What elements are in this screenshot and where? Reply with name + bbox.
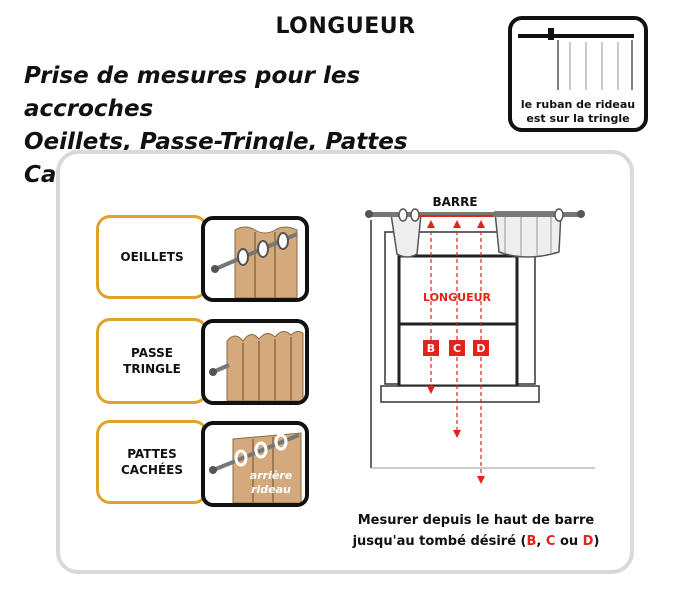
rod-finial [209, 368, 217, 376]
window-measurement-diagram: BARRE LONGUEUR B C D [365, 195, 595, 484]
heading-pattes-cachees: PATTES CACHÉES [96, 420, 208, 504]
caption-line-2: jusqu'au tombé désiré (B, C ou D) [316, 531, 636, 552]
page-title: LONGUEUR [275, 14, 416, 39]
rail-tape-icon-box: le ruban de rideau est sur la tringle [508, 16, 648, 132]
caption-separator: ou [555, 534, 583, 549]
passe-tringle-drawing [209, 330, 304, 401]
measurement-caption: Mesurer depuis le haut de barre jusqu'au… [316, 510, 636, 552]
caption-option-b: B [526, 534, 537, 549]
hidden-tab [274, 433, 288, 451]
caption-option-d: D [582, 534, 594, 549]
arrow-d-bottom [477, 476, 485, 484]
curtain-right [494, 211, 562, 258]
arrow-c-top [453, 220, 461, 228]
rod-finial [577, 210, 585, 218]
curtain-fabric [226, 330, 304, 401]
curtain-tape [554, 34, 634, 38]
rod-finial [211, 265, 219, 273]
arrow-c-bottom [453, 430, 461, 438]
passe-tringle-illustration [201, 319, 309, 405]
arrow-d-top [477, 220, 485, 228]
eyelet [398, 208, 408, 222]
curtain-left [390, 213, 422, 258]
overlay-text-line-1: arrière [250, 469, 293, 482]
marker-b: B [427, 342, 435, 355]
caption-text: ) [593, 534, 600, 549]
marker-b-box [423, 340, 439, 356]
rail-bracket [548, 28, 554, 40]
arrow-b-top [427, 220, 435, 228]
rod-finial [365, 210, 373, 218]
marker-d: D [476, 342, 485, 355]
arrow-b-bottom [427, 386, 435, 394]
marker-c-box [449, 340, 465, 356]
caption-option-c: C [545, 534, 556, 549]
oeillets-illustration [201, 216, 309, 302]
rail-bar [518, 34, 550, 38]
pattes-cachees-drawing: arrière rideau [209, 432, 302, 503]
curtain-rod [369, 212, 581, 217]
longueur-label: LONGUEUR [423, 291, 492, 304]
rail-tape-caption: le ruban de rideau est sur la tringle [512, 98, 644, 126]
hidden-tab [234, 449, 248, 467]
eyelet [277, 232, 289, 250]
caption-line: est sur la tringle [526, 112, 630, 125]
marker-c: C [453, 342, 461, 355]
rail-tape-icon [518, 28, 634, 90]
barre-label: BARRE [432, 195, 477, 209]
eyelet [257, 240, 269, 258]
subtitle-line-1: Prise de mesures pour les accroches [24, 63, 361, 122]
hidden-tab [254, 441, 268, 459]
eyelet [237, 248, 249, 266]
marker-d-box [473, 340, 489, 356]
heading-oeillets: OEILLETS [96, 215, 208, 299]
caption-separator: , [536, 534, 546, 549]
rod-finial [209, 466, 217, 474]
caption-text: jusqu'au tombé désiré ( [352, 534, 527, 549]
window-sill [380, 385, 540, 403]
caption-line: le ruban de rideau [520, 98, 636, 111]
window-pane [397, 254, 519, 388]
caption-line-1: Mesurer depuis le haut de barre [357, 513, 595, 528]
oeillets-drawing [211, 226, 298, 298]
heading-passe-tringle: PASSE TRINGLE [96, 318, 208, 404]
eyelet [554, 208, 564, 222]
overlay-text-line-2: rideau [251, 483, 291, 496]
eyelet [410, 208, 420, 222]
pattes-cachees-illustration: arrière rideau [201, 421, 309, 507]
